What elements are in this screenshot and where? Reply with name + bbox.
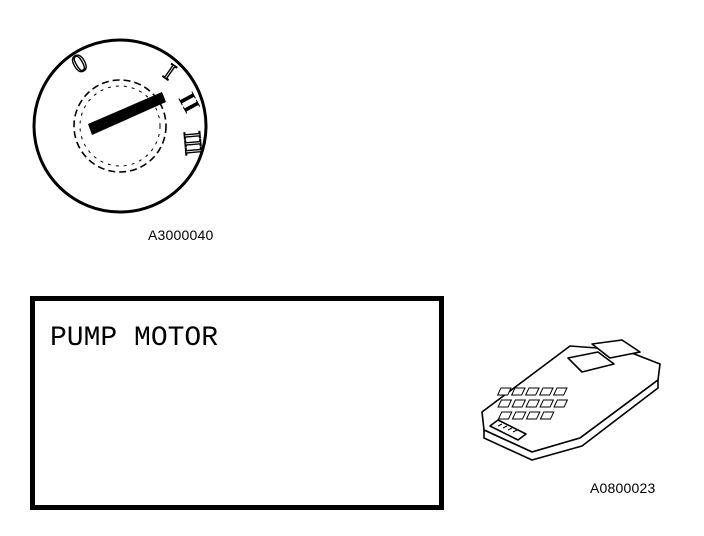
scan-tool-keypad — [496, 387, 569, 420]
ignition-switch-icon: 0 I II III — [32, 38, 208, 214]
ignition-outer-ring — [32, 38, 208, 214]
ignition-position-3: III — [177, 130, 206, 158]
scan-tool-display: PUMP MOTOR — [30, 296, 444, 510]
scan-tool-screen — [567, 351, 615, 373]
ignition-inner-ring-2 — [79, 85, 161, 167]
scan-tool-caption: A0800023 — [590, 480, 656, 496]
ignition-key-slot — [88, 92, 166, 135]
ignition-position-label-3: III — [178, 130, 206, 156]
scan-tool-connector — [591, 339, 641, 359]
display-text: PUMP MOTOR — [50, 323, 219, 354]
scan-tool-port-pins — [497, 423, 518, 433]
ignition-inner-ring — [73, 79, 167, 173]
scan-tool-icon — [481, 339, 661, 461]
scan-tool-body-side — [483, 379, 659, 461]
ignition-caption: A3000040 — [148, 227, 214, 243]
